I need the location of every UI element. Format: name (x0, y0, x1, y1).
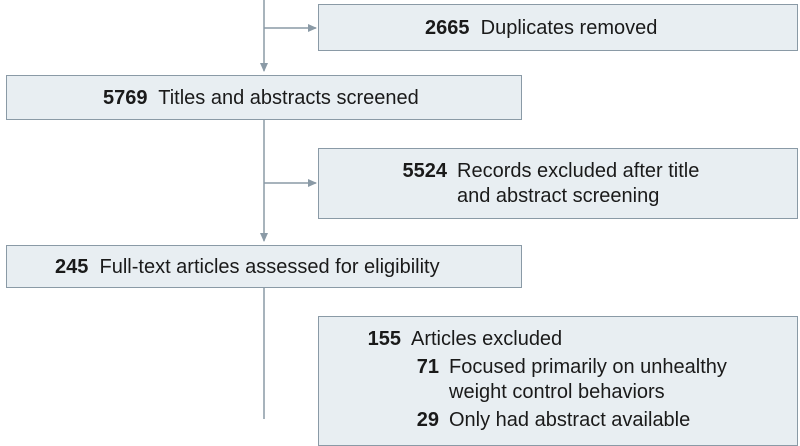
duplicates-removed-box: 2665 Duplicates removed (318, 4, 798, 51)
excluded-screening-box: 5524 Records excluded after title and ab… (318, 148, 798, 219)
screened-count: 5769 (103, 87, 148, 109)
duplicates-count: 2665 (425, 17, 470, 39)
fulltext-box: 245 Full-text articles assessed for elig… (6, 245, 522, 288)
reason-label-line1: Focused primarily on unhealthy (449, 356, 727, 378)
excluded-screening-label-line1: Records excluded after title (457, 160, 700, 182)
fulltext-count: 245 (55, 256, 89, 278)
excluded-articles-box: 155 Articles excluded 71 Focused primari… (318, 316, 798, 446)
screened-box: 5769 Titles and abstracts screened (6, 75, 522, 120)
reason-count: 29 (416, 409, 439, 431)
flow-connectors (260, 0, 317, 419)
excluded-screening-label-line2: and abstract screening (457, 185, 660, 207)
duplicates-label: Duplicates removed (480, 17, 658, 39)
excluded-articles-label: Articles excluded (411, 328, 563, 350)
reason-label-line2: weight control behaviors (449, 381, 665, 403)
excluded-articles-count: 155 (367, 328, 401, 350)
reason-label-line1: Only had abstract available (449, 409, 691, 431)
screened-label: Titles and abstracts screened (158, 87, 419, 109)
reason-count: 71 (416, 356, 439, 378)
fulltext-label: Full-text articles assessed for eligibil… (99, 256, 440, 278)
excluded-screening-count: 5524 (402, 160, 448, 182)
